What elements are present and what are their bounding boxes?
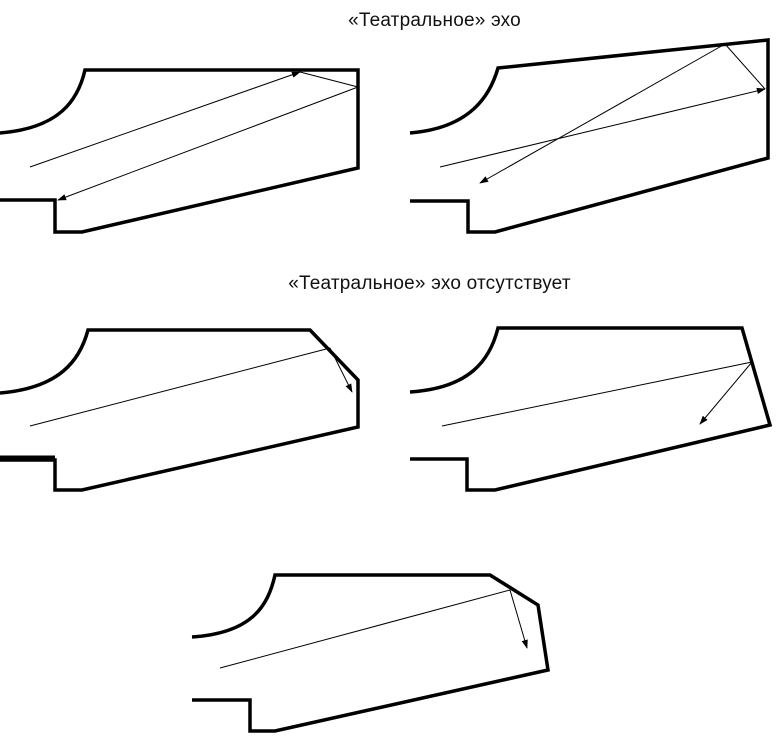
sound-ray (219, 589, 511, 669)
sound-ray (724, 43, 766, 90)
hall-outline (0, 68, 360, 234)
sound-ray-reflected (509, 589, 528, 649)
hall-section-2 (409, 38, 770, 234)
sound-ray (439, 87, 766, 168)
sound-ray (441, 361, 753, 427)
sound-ray (299, 71, 359, 88)
sound-ray-return (57, 86, 359, 201)
sound-ray (29, 347, 331, 427)
caption-theatrical-echo: «Театральное» эхо (348, 10, 521, 31)
hall-section-3 (0, 328, 360, 492)
hall-outline (409, 326, 773, 492)
hall-section-1 (0, 68, 360, 234)
sound-ray-reflected (329, 347, 353, 393)
hall-outline (191, 573, 550, 733)
hall-section-5 (191, 573, 550, 733)
sound-ray-return (479, 43, 726, 184)
sound-ray (29, 71, 301, 168)
sound-ray-reflected (699, 361, 753, 425)
hall-outline (0, 328, 360, 492)
hall-outline (409, 38, 770, 234)
caption-no-theatrical-echo: «Театральное» эхо отсутствует (288, 273, 571, 294)
hall-section-4 (409, 326, 773, 492)
